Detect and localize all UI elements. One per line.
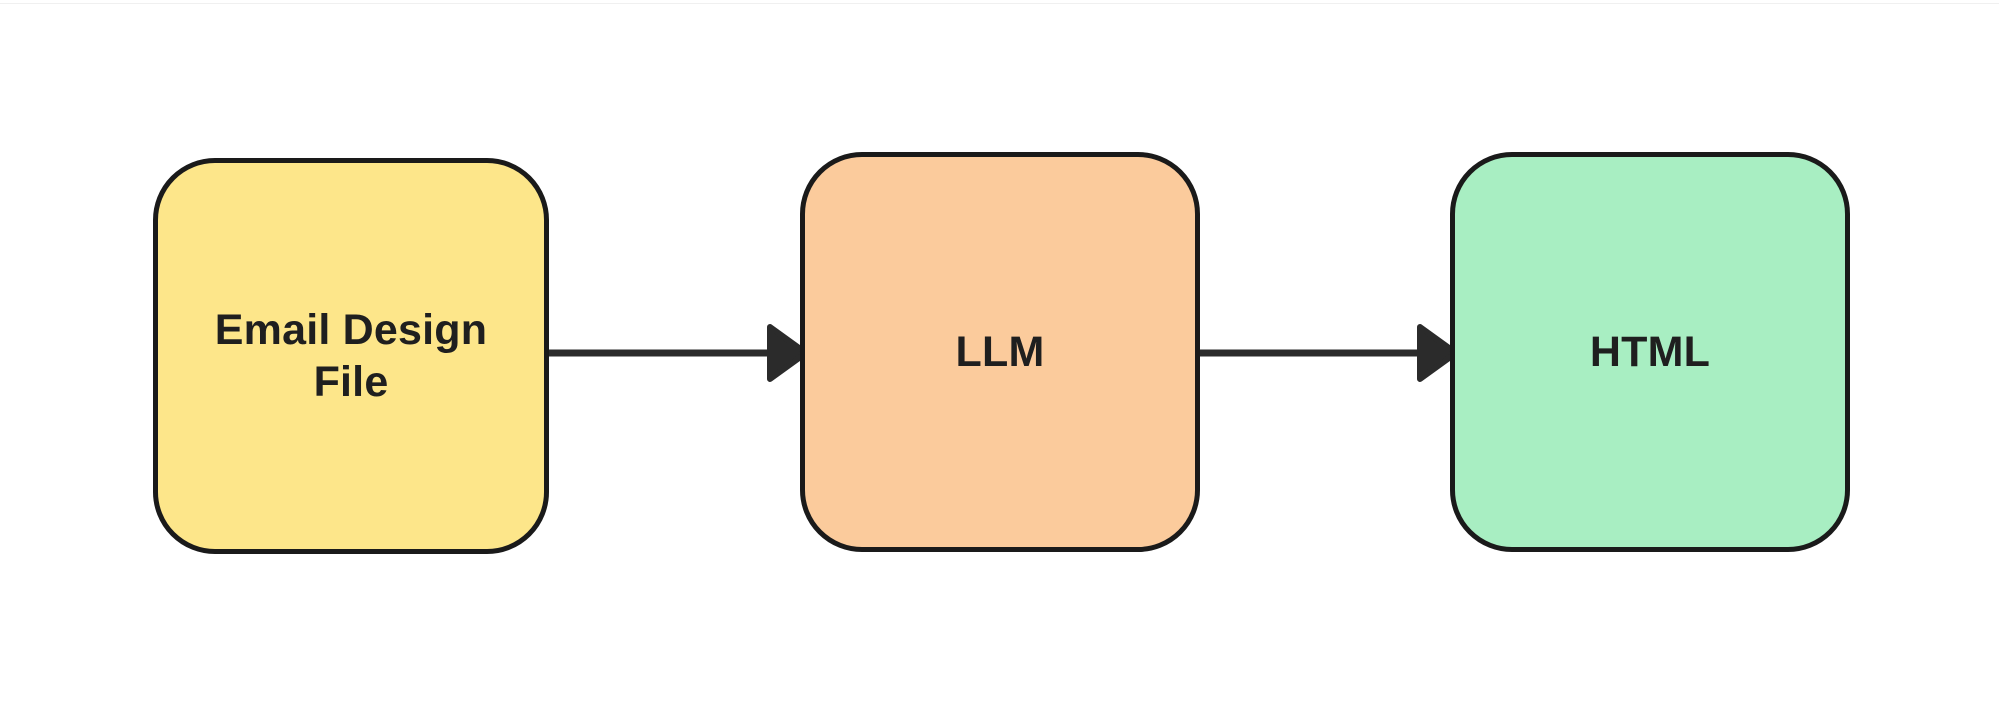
- node-html[interactable]: HTML: [1450, 152, 1850, 552]
- node-html-label: HTML: [1589, 327, 1711, 376]
- edge-1-arrowhead-icon: [767, 324, 809, 382]
- edge-email-design-file-to-llm: [549, 324, 809, 382]
- edge-llm-to-html: [1200, 324, 1459, 382]
- node-email-design-file[interactable]: Email Design File: [153, 158, 549, 554]
- edge-2-arrowhead-icon: [1417, 324, 1459, 382]
- node-email-design-file-label: Email Design File: [214, 305, 488, 406]
- node-llm[interactable]: LLM: [800, 152, 1200, 552]
- node-llm-label: LLM: [955, 327, 1045, 376]
- canvas-top-divider: [0, 3, 1999, 4]
